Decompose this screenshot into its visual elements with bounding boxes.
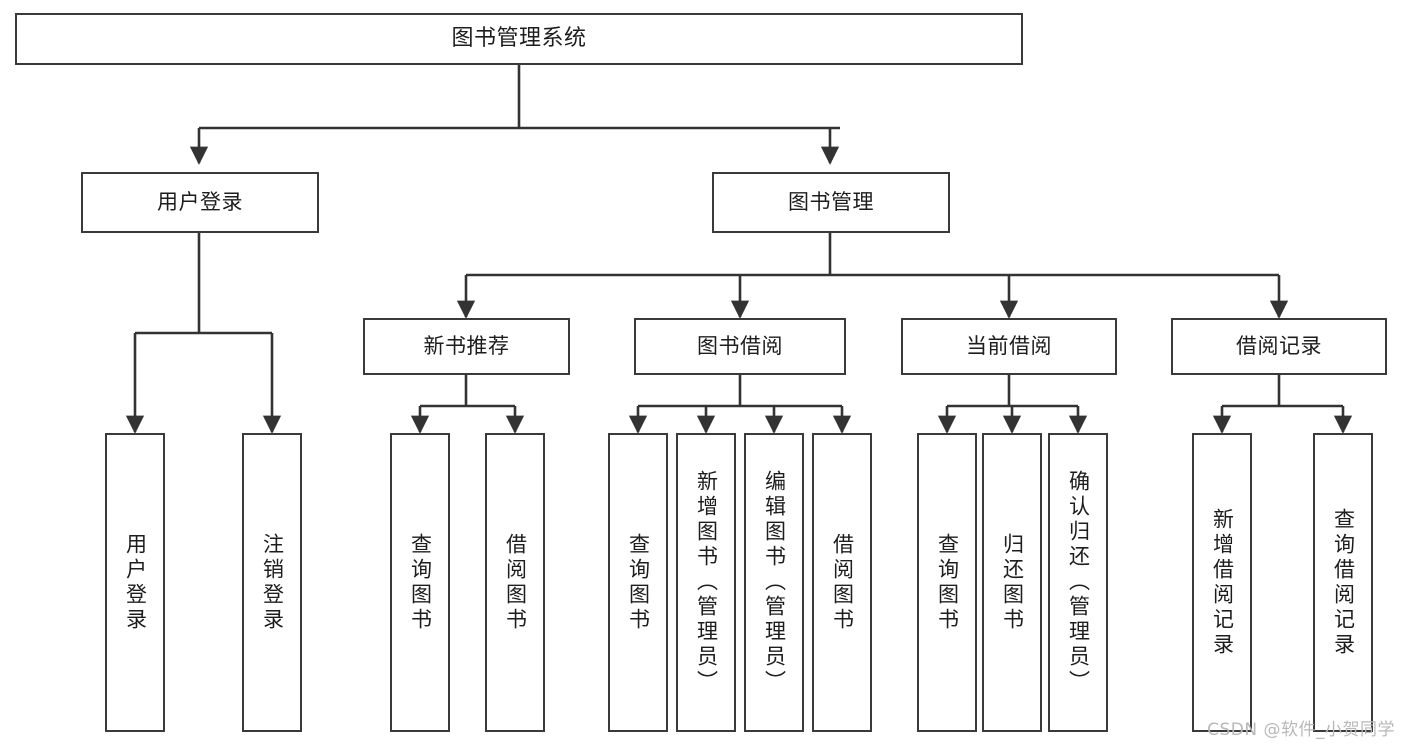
node-current-borrow-label: 当前借阅	[966, 334, 1052, 359]
node-leaf-return-book-label: 归还图书	[1000, 532, 1025, 633]
node-leaf-query-borrow-record-label: 查询借阅记录	[1331, 507, 1356, 658]
node-leaf-add-book-admin-label: 新增图书（管理员）	[694, 470, 719, 695]
node-book-manage[interactable]: 图书管理	[712, 172, 950, 233]
node-leaf-user-login-label: 用户登录	[123, 532, 148, 633]
node-root[interactable]: 图书管理系统	[15, 13, 1023, 65]
node-leaf-confirm-return-admin[interactable]: 确认归还（管理员）	[1048, 433, 1108, 732]
node-leaf-user-logout[interactable]: 注销登录	[242, 433, 302, 732]
node-leaf-add-book-admin[interactable]: 新增图书（管理员）	[676, 433, 736, 732]
node-leaf-query-book-3-label: 查询图书	[935, 532, 960, 633]
node-leaf-query-book-2-label: 查询图书	[626, 532, 651, 633]
node-book-manage-label: 图书管理	[788, 190, 874, 215]
node-borrow-record[interactable]: 借阅记录	[1171, 318, 1387, 375]
node-leaf-query-borrow-record[interactable]: 查询借阅记录	[1313, 433, 1373, 732]
node-leaf-query-book-2[interactable]: 查询图书	[608, 433, 668, 732]
node-root-label: 图书管理系统	[451, 26, 587, 52]
node-leaf-query-book-3[interactable]: 查询图书	[917, 433, 977, 732]
node-leaf-borrow-book-2-label: 借阅图书	[830, 532, 855, 633]
node-leaf-add-borrow-record[interactable]: 新增借阅记录	[1192, 433, 1252, 732]
node-current-borrow[interactable]: 当前借阅	[901, 318, 1117, 375]
node-leaf-user-login[interactable]: 用户登录	[105, 433, 165, 732]
node-leaf-query-book-1[interactable]: 查询图书	[390, 433, 450, 732]
node-new-book-recommend-label: 新书推荐	[423, 334, 510, 359]
node-user-login-label: 用户登录	[157, 190, 243, 215]
node-leaf-edit-book-admin[interactable]: 编辑图书（管理员）	[744, 433, 804, 732]
watermark: CSDN @软件_小贺同学	[1207, 720, 1395, 740]
node-book-borrow[interactable]: 图书借阅	[634, 318, 846, 375]
node-leaf-edit-book-admin-label: 编辑图书（管理员）	[762, 470, 787, 695]
node-user-login[interactable]: 用户登录	[81, 172, 319, 233]
node-leaf-borrow-book-2[interactable]: 借阅图书	[812, 433, 872, 732]
node-book-borrow-label: 图书借阅	[697, 334, 783, 359]
node-leaf-query-book-1-label: 查询图书	[408, 532, 433, 633]
node-leaf-confirm-return-admin-label: 确认归还（管理员）	[1066, 470, 1091, 695]
node-new-book-recommend[interactable]: 新书推荐	[363, 318, 570, 375]
node-leaf-user-logout-label: 注销登录	[260, 532, 285, 633]
node-leaf-add-borrow-record-label: 新增借阅记录	[1210, 507, 1235, 658]
node-leaf-borrow-book-1[interactable]: 借阅图书	[485, 433, 545, 732]
node-leaf-return-book[interactable]: 归还图书	[982, 433, 1042, 732]
node-leaf-borrow-book-1-label: 借阅图书	[503, 532, 528, 633]
node-borrow-record-label: 借阅记录	[1236, 334, 1322, 359]
